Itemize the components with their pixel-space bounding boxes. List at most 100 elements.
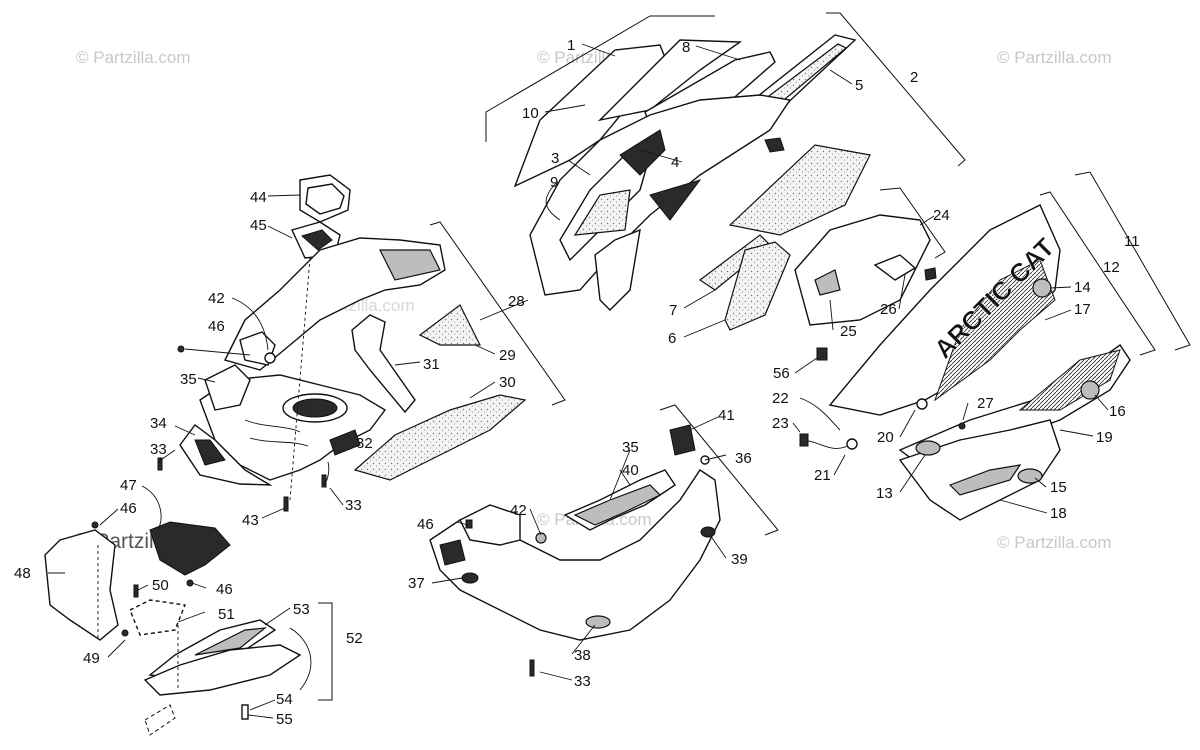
- callout-28: 28: [508, 293, 525, 310]
- callout-43: 43: [242, 512, 259, 529]
- callout-38: 38: [574, 647, 591, 664]
- side-panel-lower-decal: [1018, 349, 1121, 411]
- bracket-52: [318, 602, 333, 701]
- side-panel-rear: [898, 419, 1061, 521]
- callout-20: 20: [877, 429, 894, 446]
- callout-48: 48: [14, 565, 31, 582]
- inner-panel: [794, 214, 931, 326]
- callout-45: 45: [250, 217, 267, 234]
- callout-49: 49: [83, 650, 100, 667]
- watermark: © Partzilla.com: [997, 48, 1112, 67]
- cowl-insert: [379, 249, 441, 281]
- bracket-11: [1074, 171, 1191, 351]
- callout-31: 31: [423, 356, 440, 373]
- callout-33b: 33: [345, 497, 362, 514]
- inner-tab: [873, 254, 917, 281]
- box-50: [129, 599, 186, 636]
- clip-46: [465, 519, 473, 529]
- callout-56: 56: [773, 365, 790, 382]
- pan-pad-38: [585, 615, 611, 629]
- belly-pan-front: [459, 504, 521, 546]
- gauge-seal-center: [300, 229, 333, 251]
- bracket-12: [1039, 191, 1156, 356]
- connector-23: [799, 433, 809, 447]
- console-texture-2: [249, 437, 309, 447]
- hood-vent: [619, 129, 666, 176]
- callout-55: 55: [276, 711, 293, 728]
- gauge-bezel-inner: [305, 183, 345, 215]
- bracket-24: [879, 187, 946, 259]
- belly-pan-group: [429, 404, 779, 677]
- callout-17: 17: [1074, 301, 1091, 318]
- foam-29: [418, 304, 481, 346]
- screw-33b: [157, 457, 163, 471]
- belly-pan: [429, 469, 721, 641]
- nose-bracket: [204, 364, 251, 411]
- callout-11: 11: [1124, 233, 1140, 250]
- callout-27: 27: [977, 395, 994, 412]
- callout-19: 19: [1096, 429, 1113, 446]
- callout-7: 7: [669, 302, 677, 319]
- callout-53: 53: [293, 601, 310, 618]
- callout-34: 34: [150, 415, 167, 432]
- foam-30: [353, 394, 527, 481]
- callout-23: 23: [772, 415, 789, 432]
- callout-10: 10: [522, 105, 539, 122]
- ghost-part: [144, 704, 176, 736]
- callout-46d: 46: [417, 516, 434, 533]
- callout-1: 1: [567, 37, 575, 54]
- part-20: [916, 398, 928, 410]
- windshield-strip: [597, 39, 743, 122]
- callout-22: 22: [772, 390, 789, 407]
- side-panel-group: ARCTIC CAT: [794, 171, 1191, 521]
- pan-shade-1: [439, 539, 466, 566]
- pan-hole-37: [461, 572, 479, 584]
- clip-56: [816, 347, 828, 361]
- callout-40: 40: [622, 462, 639, 479]
- hood-foam: [573, 189, 631, 236]
- bracket-32: [329, 429, 361, 456]
- screw-46b: [91, 521, 99, 529]
- callout-14: 14: [1074, 279, 1091, 296]
- callout-9: 9: [550, 174, 558, 191]
- callout-13: 13: [876, 485, 893, 502]
- callout-47: 47: [120, 477, 137, 494]
- screw-55: [241, 704, 249, 720]
- callout-24: 24: [933, 207, 950, 224]
- bracket-2: [826, 12, 966, 167]
- inner-latch: [814, 269, 841, 296]
- callout-46a: 46: [208, 318, 225, 335]
- side-panel-decal: [933, 259, 1056, 402]
- callout-labels: 1 2 3 4 5 6 7 8 9 10 11 12 13 14 15 16 1…: [14, 37, 1140, 728]
- clip-26: [924, 267, 937, 281]
- foam-block-6: [724, 241, 791, 331]
- callout-15: 15: [1050, 479, 1067, 496]
- pad-14: [1032, 278, 1052, 298]
- callout-33c: 33: [574, 673, 591, 690]
- clip-49: [121, 629, 129, 637]
- callout-35a: 35: [180, 371, 197, 388]
- callout-30: 30: [499, 374, 516, 391]
- screw-33a: [321, 474, 327, 488]
- callout-12: 12: [1103, 259, 1120, 276]
- callout-29: 29: [499, 347, 516, 364]
- foam-block-4: [728, 144, 871, 236]
- callout-18: 18: [1050, 505, 1067, 522]
- tray-insert: [194, 627, 267, 656]
- seal-clip: [764, 137, 785, 153]
- callout-50: 50: [152, 577, 169, 594]
- bracket-1: [485, 15, 715, 142]
- callout-54: 54: [276, 691, 293, 708]
- pan-hole-39: [700, 526, 716, 538]
- callout-26: 26: [880, 301, 897, 318]
- side-bracket-48: [44, 529, 119, 641]
- callout-32: 32: [356, 435, 373, 452]
- steering-post: [351, 314, 416, 414]
- callout-3: 3: [551, 150, 559, 167]
- watermark: © Partzilla.com: [76, 48, 191, 67]
- callout-5: 5: [855, 77, 863, 94]
- callout-39: 39: [731, 551, 748, 568]
- callout-25: 25: [840, 323, 857, 340]
